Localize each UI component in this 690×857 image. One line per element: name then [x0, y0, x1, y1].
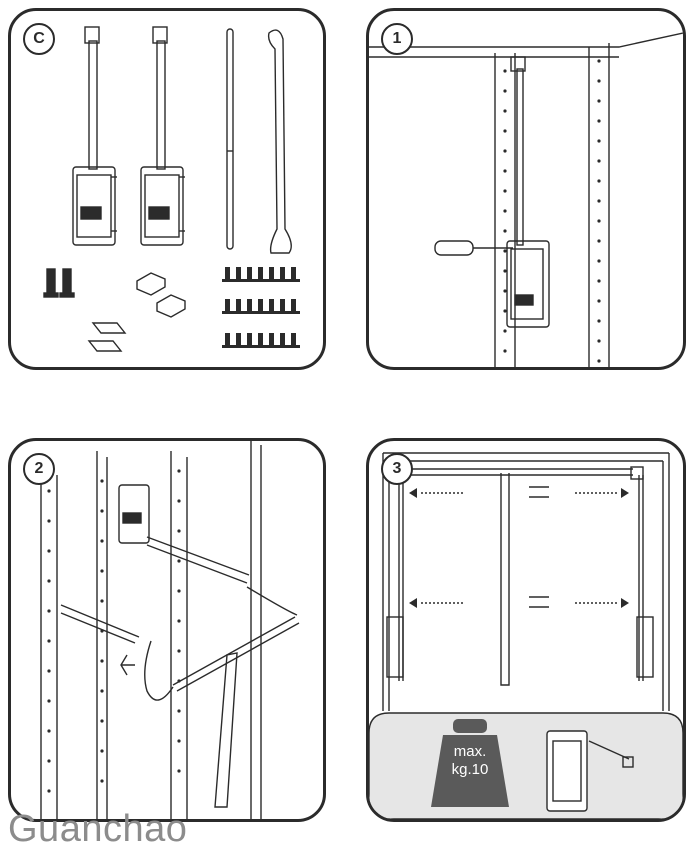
step-badge-c: C	[23, 23, 55, 55]
step-badge-1: 1	[381, 23, 413, 55]
cabinet-top	[369, 32, 683, 48]
max-weight-line2: kg.10	[451, 761, 489, 778]
pull-stick	[214, 652, 238, 808]
detail-mechanism	[546, 730, 634, 812]
lift-mechanism-left	[72, 26, 117, 246]
lift-mechanism-right	[140, 26, 185, 246]
step-3-panel: 3 max.	[366, 438, 686, 822]
weight-icon	[431, 719, 509, 807]
right-arm	[638, 475, 644, 681]
parts-illustration	[43, 26, 300, 352]
hanging-rod	[226, 28, 234, 250]
brackets	[136, 272, 186, 318]
cabinet-side-panel	[494, 43, 610, 367]
cover-plates	[87, 322, 127, 352]
rotate-arrow-icon	[120, 654, 135, 676]
mechanism-body	[506, 240, 550, 328]
max-weight-label: max. kg.10	[439, 743, 501, 779]
mechanism-body	[118, 484, 150, 544]
step-2-panel: 2	[8, 438, 326, 822]
system-holes-left	[503, 59, 601, 363]
adjust-arrows	[409, 488, 629, 608]
step-3-illustration	[369, 452, 683, 819]
step-1-illustration	[369, 32, 683, 367]
pull-stick	[500, 473, 510, 686]
small-screws	[222, 267, 300, 348]
pull-stick	[267, 29, 292, 254]
cabinet-frame	[382, 452, 670, 711]
step-2-illustration	[40, 441, 300, 819]
parts-panel: C	[8, 8, 326, 370]
max-weight-line1: max.	[453, 743, 487, 760]
adjust-marks	[421, 486, 619, 608]
lower-arm	[60, 604, 140, 644]
lower-callout	[369, 712, 683, 819]
long-screws	[43, 268, 75, 298]
cabinet-left-side	[40, 441, 262, 819]
brand-watermark: Guanchao	[8, 808, 188, 850]
hanging-rod	[172, 616, 300, 692]
cable-line	[144, 586, 298, 701]
step-badge-2: 2	[23, 453, 55, 485]
upper-arm	[146, 536, 250, 584]
system-holes	[47, 469, 181, 793]
screwdriver-icon	[434, 240, 513, 256]
step-badge-3: 3	[381, 453, 413, 485]
step-1-panel: 1	[366, 8, 686, 370]
hanging-rod	[399, 468, 633, 476]
